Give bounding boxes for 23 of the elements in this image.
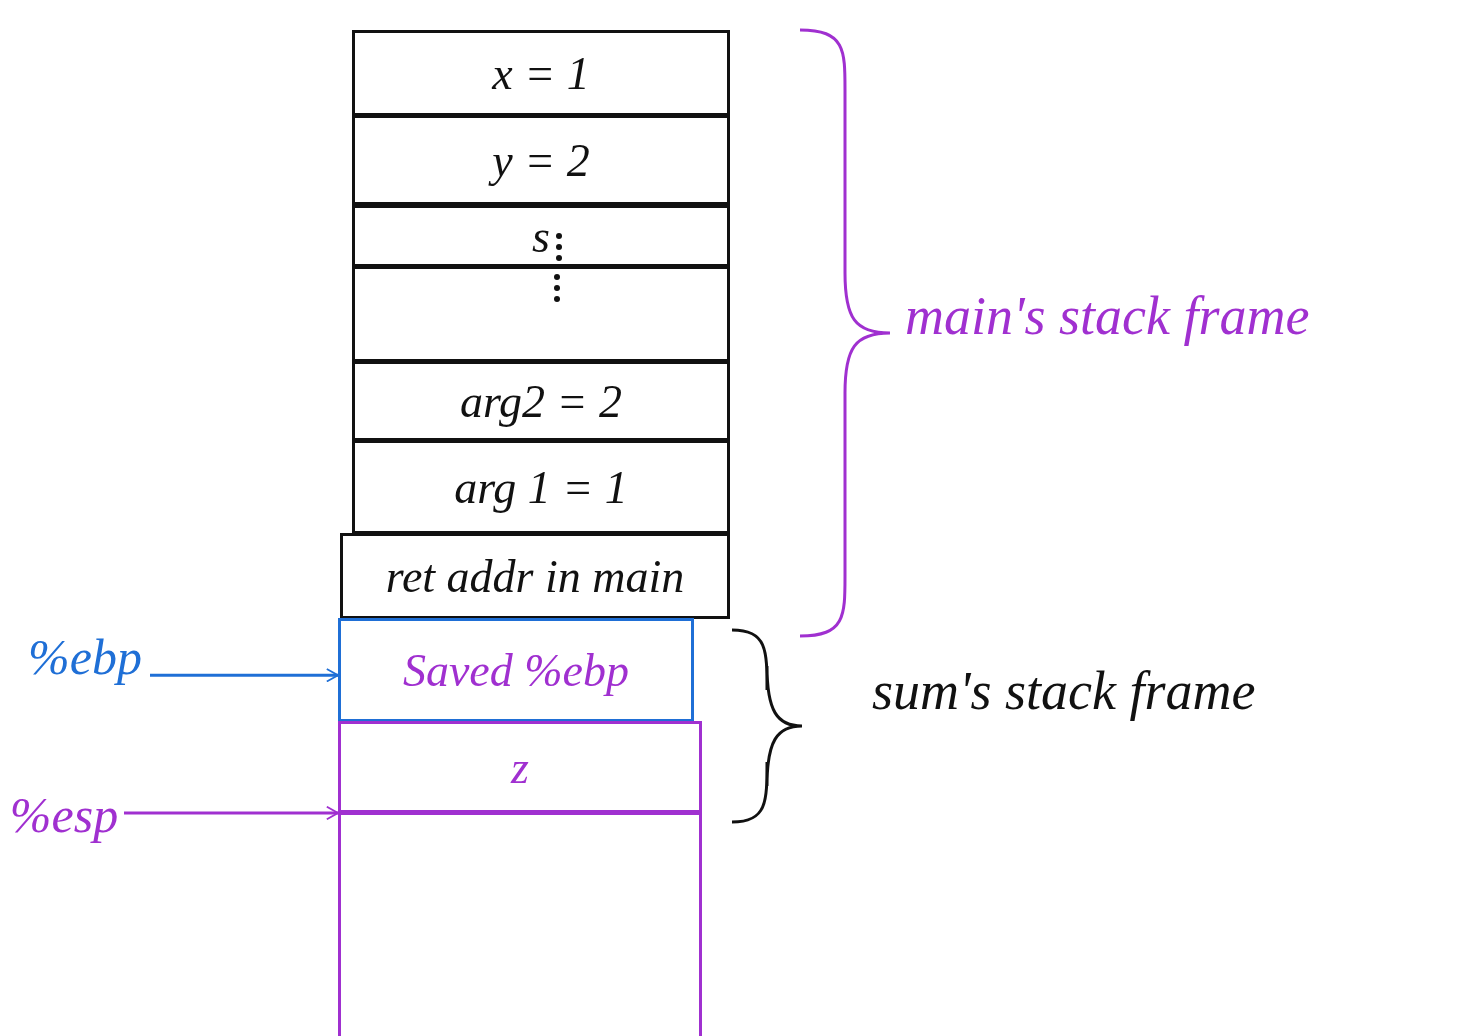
register-label: %ebp: [28, 628, 142, 686]
cell-text: arg2 = 2: [459, 374, 623, 428]
cell-text: s: [532, 209, 550, 263]
cell-text: z: [511, 740, 529, 794]
cell-text: ret addr in main: [385, 549, 685, 603]
stack-cell: [338, 721, 702, 813]
stack-cell: [352, 115, 730, 205]
brace-label: main's stack frame: [905, 285, 1310, 347]
brace-label: sum's stack frame: [872, 660, 1256, 722]
cell-text: arg 1 = 1: [454, 460, 628, 514]
pointer-arrow: [124, 805, 339, 821]
stack-cell: [352, 30, 730, 116]
cell-text: x = 1: [492, 46, 590, 100]
empty-stack-cell: [352, 266, 730, 362]
stack-cell: [338, 618, 694, 722]
pointer-arrow: [150, 668, 339, 683]
stack-cell: [352, 205, 730, 267]
register-label: %esp: [9, 786, 119, 844]
stack-cell: [352, 440, 730, 534]
empty-stack-cell: [338, 812, 702, 1036]
stack-cell: [340, 533, 730, 619]
stack-cell: [352, 361, 730, 441]
cell-text: Saved %ebp: [402, 643, 630, 697]
